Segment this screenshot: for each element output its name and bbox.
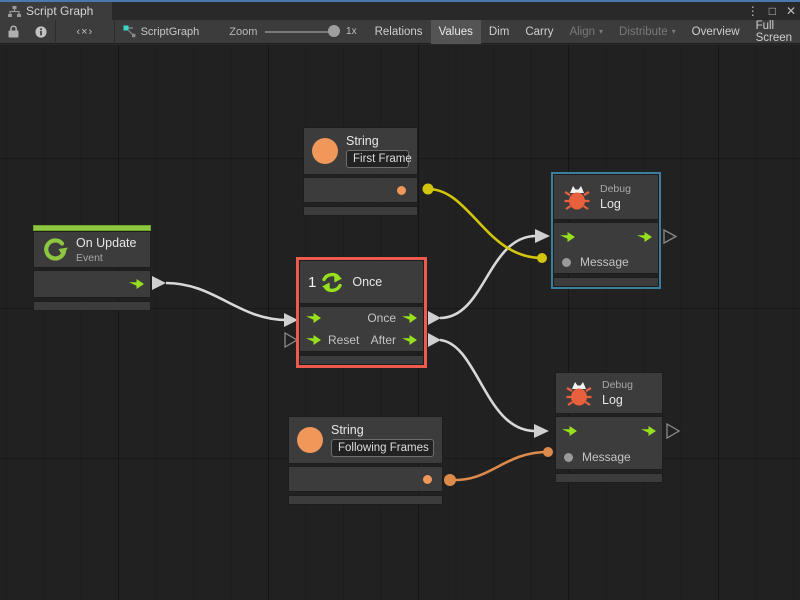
flow-input-port[interactable] bbox=[562, 426, 577, 436]
more-icon[interactable]: ⋮ bbox=[746, 4, 759, 18]
inspect-button[interactable] bbox=[27, 20, 55, 44]
toolbar-buttons: Relations Values Dim Carry Align ▾ Distr… bbox=[367, 19, 800, 44]
flow-output-port[interactable] bbox=[637, 232, 652, 242]
tab-strip: Script Graph ⋮ □ ✕ bbox=[0, 2, 800, 20]
node-footer bbox=[553, 277, 659, 287]
script-graph-icon bbox=[123, 25, 135, 38]
flow-output-port[interactable] bbox=[129, 279, 144, 289]
once-count: 1 bbox=[308, 273, 317, 291]
flow-input-port[interactable] bbox=[560, 232, 575, 242]
node-footer bbox=[303, 206, 418, 216]
node-footer bbox=[288, 495, 443, 505]
zoom-slider[interactable] bbox=[265, 20, 341, 44]
window-controls: ⋮ □ ✕ bbox=[747, 2, 796, 20]
flow-output-port[interactable] bbox=[402, 313, 417, 323]
node-title: Log bbox=[600, 197, 621, 211]
string-value-input[interactable]: First Frame bbox=[346, 150, 412, 168]
maximize-icon[interactable]: □ bbox=[768, 4, 776, 18]
code-icon: ‹×› bbox=[76, 25, 94, 38]
string-icon bbox=[297, 427, 323, 453]
graph-name-label: ScriptGraph bbox=[140, 25, 200, 38]
string-value-input[interactable]: Following Frames bbox=[331, 439, 434, 457]
message-label: Message bbox=[582, 450, 631, 464]
node-on-update[interactable]: On Update Event bbox=[33, 225, 151, 311]
node-category: Debug bbox=[600, 183, 631, 195]
bug-icon bbox=[564, 186, 590, 210]
tab-title: Script Graph bbox=[26, 4, 94, 18]
node-title: On Update bbox=[76, 235, 137, 250]
node-subtitle: Event bbox=[76, 251, 103, 264]
message-input-port[interactable] bbox=[564, 452, 573, 462]
loop-icon bbox=[44, 237, 68, 261]
distribute-button[interactable]: Distribute ▾ bbox=[619, 25, 676, 38]
edit-graph-button[interactable]: ‹×› bbox=[56, 20, 114, 44]
node-string-first-frame[interactable]: String First Frame bbox=[303, 127, 418, 216]
node-title: String bbox=[346, 134, 379, 148]
node-once[interactable]: 1 Once Once Reset bbox=[296, 257, 427, 368]
string-output-port[interactable] bbox=[423, 474, 432, 484]
flow-output-port[interactable] bbox=[402, 335, 417, 345]
graph-breadcrumb[interactable]: ScriptGraph bbox=[115, 20, 208, 44]
info-icon bbox=[35, 25, 47, 38]
reset-input-port[interactable] bbox=[306, 335, 321, 345]
lock-button[interactable] bbox=[0, 20, 27, 44]
node-footer bbox=[33, 301, 151, 311]
node-title: Log bbox=[602, 393, 623, 407]
toolbar-separator bbox=[55, 19, 56, 44]
lock-icon bbox=[8, 25, 19, 38]
align-button[interactable]: Align ▾ bbox=[569, 25, 604, 38]
flow-input-port[interactable] bbox=[306, 313, 321, 323]
once-output-label: Once bbox=[367, 311, 396, 325]
full-screen-button[interactable]: Full Screen bbox=[755, 19, 793, 44]
chevron-down-icon: ▾ bbox=[671, 27, 676, 36]
cycle-icon bbox=[322, 272, 343, 292]
graph-toolbar: ‹×› ScriptGraph Zoom 1x Relations Values… bbox=[0, 19, 800, 44]
zoom-value: 1x bbox=[346, 26, 357, 37]
string-icon bbox=[312, 138, 338, 164]
node-category: Debug bbox=[602, 379, 633, 391]
after-output-label: After bbox=[370, 333, 396, 347]
carry-button[interactable]: Carry bbox=[525, 25, 554, 38]
zoom-label: Zoom bbox=[229, 25, 258, 38]
relations-button[interactable]: Relations bbox=[374, 25, 423, 38]
flow-output-port[interactable] bbox=[641, 426, 656, 436]
node-title: Once bbox=[352, 275, 383, 289]
node-title: String bbox=[331, 423, 364, 437]
overview-button[interactable]: Overview bbox=[691, 25, 740, 38]
message-label: Message bbox=[580, 255, 629, 269]
event-color-bar bbox=[33, 225, 151, 231]
hierarchy-icon bbox=[8, 5, 21, 17]
tab-script-graph[interactable]: Script Graph bbox=[0, 2, 112, 20]
toolbar-separator bbox=[113, 19, 115, 44]
zoom-slider-handle[interactable] bbox=[328, 24, 341, 37]
chevron-down-icon: ▾ bbox=[599, 27, 604, 36]
node-debug-log-bottom[interactable]: Debug Log Message bbox=[555, 372, 663, 483]
reset-label: Reset bbox=[328, 333, 360, 347]
dim-button[interactable]: Dim bbox=[488, 25, 510, 38]
node-string-following-frames[interactable]: String Following Frames bbox=[288, 416, 443, 505]
node-footer bbox=[555, 473, 663, 483]
node-footer bbox=[299, 355, 424, 365]
values-button[interactable]: Values bbox=[430, 19, 481, 44]
string-output-port[interactable] bbox=[397, 185, 406, 195]
zoom-slider-track[interactable] bbox=[265, 30, 339, 33]
bug-icon bbox=[566, 382, 592, 406]
message-input-port[interactable] bbox=[562, 257, 571, 267]
close-icon[interactable]: ✕ bbox=[785, 4, 796, 18]
node-debug-log-top[interactable]: Debug Log Message bbox=[551, 172, 661, 289]
window-focus-line bbox=[0, 0, 800, 2]
